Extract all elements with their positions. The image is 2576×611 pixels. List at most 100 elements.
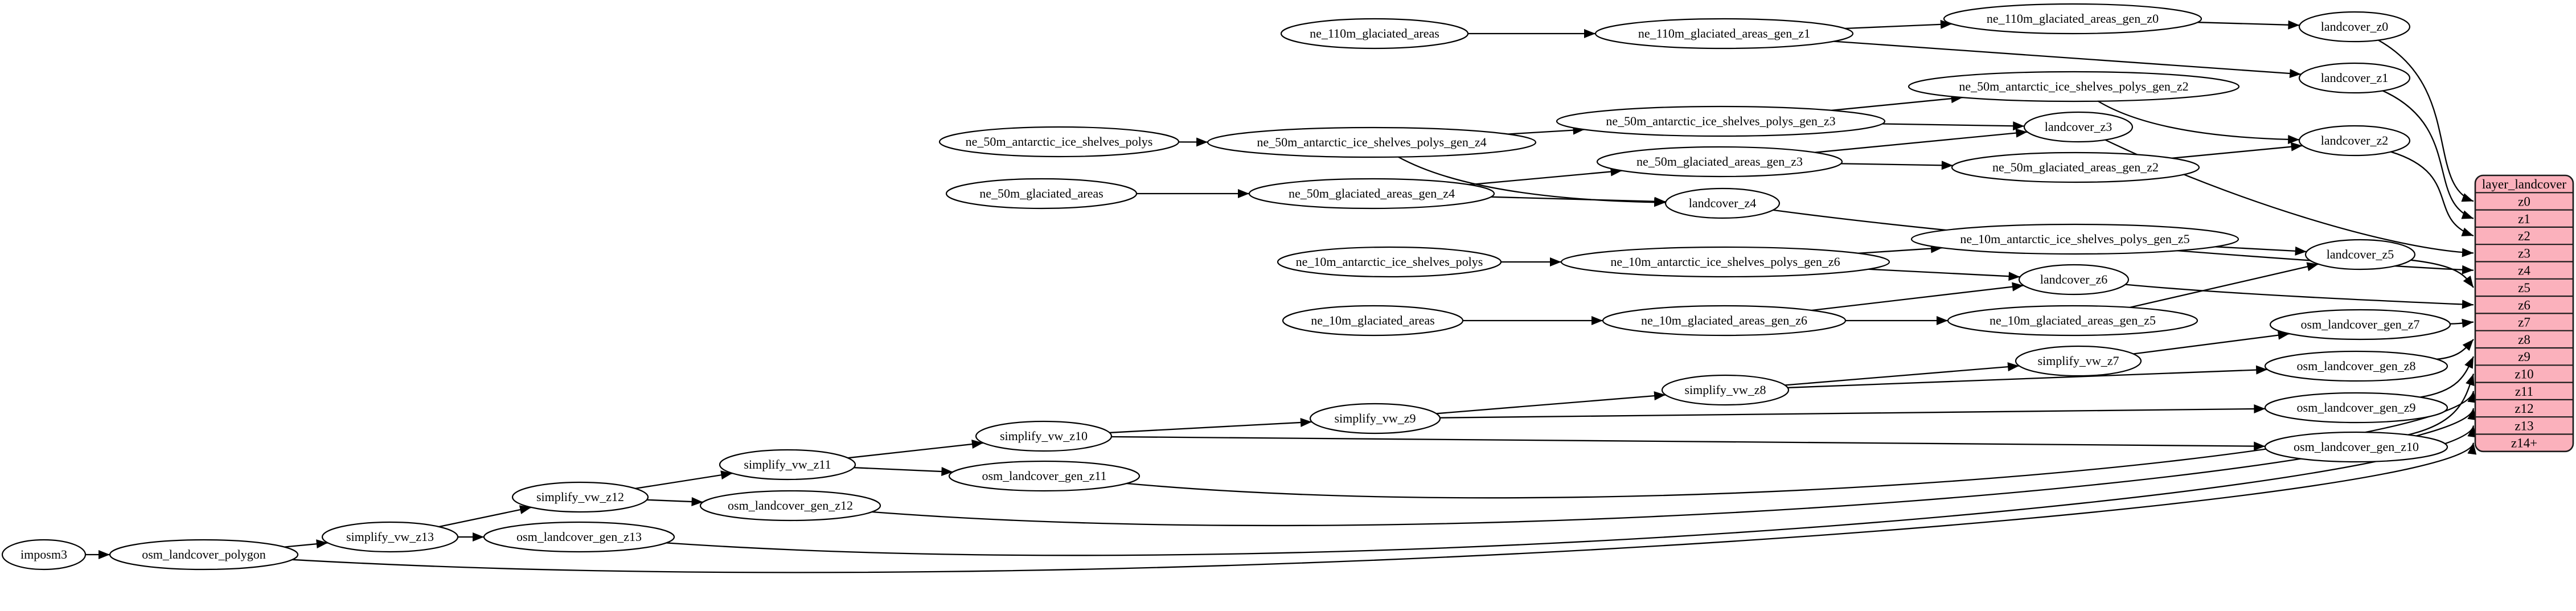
edge-ne_50m_antarctic_ice_shelves_polys_gen_z2-to-landcover_z2 <box>2098 100 2300 144</box>
table-row-label-z9: z9 <box>2518 350 2530 364</box>
node-ne_10m_glaciated_areas: ne_10m_glaciated_areas <box>1282 305 1464 337</box>
edge-ne_50m_antarctic_ice_shelves_polys_gen_z4-to-ne_50m_antarctic_ice_shelves_polys_gen_z3 <box>1508 125 1585 135</box>
table-row-label-z8: z8 <box>2518 333 2530 347</box>
node-ellipse <box>2269 309 2451 341</box>
edge-landcover_z1-to-row-z1 <box>2382 90 2474 219</box>
node-ellipse <box>1596 146 1843 178</box>
node-ellipse <box>1661 374 1790 406</box>
edge-ne_50m_antarctic_ice_shelves_polys_gen_z3-to-landcover_z3 <box>1882 121 2025 131</box>
table-row-label-z7: z7 <box>2518 315 2530 330</box>
table-layer: layer_landcoverz0z1z2z3z4z5z6z7z8z9z10z1… <box>2474 174 2574 453</box>
node-label: ne_110m_glaciated_areas <box>1310 26 1439 40</box>
edge-simplify_vw_z8-to-simplify_vw_z7 <box>1785 362 2020 386</box>
node-label: landcover_z6 <box>2040 272 2108 286</box>
edge-ne_50m_glaciated_areas_gen_z4-to-ne_50m_glaciated_areas_gen_z3 <box>1469 167 1622 186</box>
node-ellipse <box>2264 350 2448 382</box>
node-ellipse <box>1280 18 1469 50</box>
edge-osm_landcover_gen_z11-to-row-z11 <box>1126 391 2476 499</box>
node-landcover_z1: landcover_z1 <box>2298 62 2411 94</box>
node-label: landcover_z3 <box>2045 120 2113 134</box>
node-ellipse <box>2015 345 2142 377</box>
node-ellipse <box>1664 187 1781 219</box>
edge-osm_landcover_polygon-to-row-z14+ <box>292 442 2476 573</box>
node-label: ne_50m_glaciated_areas_gen_z4 <box>1289 186 1455 200</box>
node-label: osm_landcover_gen_z12 <box>728 498 853 512</box>
node-ellipse <box>1908 71 2240 102</box>
node-label: ne_50m_antarctic_ice_shelves_polys_gen_z… <box>1606 114 1835 128</box>
node-ne_50m_antarctic_ice_shelves_polys_gen_z3: ne_50m_antarctic_ice_shelves_polys_gen_z… <box>1556 105 1886 137</box>
node-ellipse <box>483 521 675 553</box>
node-ellipse <box>2298 62 2411 94</box>
node-ellipse <box>1910 223 2239 255</box>
node-label: ne_50m_antarctic_ice_shelves_polys_gen_z… <box>1257 135 1486 149</box>
node-ne_10m_glaciated_areas_gen_z5: ne_10m_glaciated_areas_gen_z5 <box>1947 305 2198 337</box>
edge-ne_50m_glaciated_areas_gen_z4-to-landcover_z4 <box>1491 196 1666 206</box>
node-label: ne_50m_antarctic_ice_shelves_polys <box>966 134 1153 149</box>
node-label: simplify_vw_z7 <box>2038 354 2119 368</box>
edge-landcover_z6-to-row-z6 <box>2125 284 2474 309</box>
node-label: landcover_z0 <box>2321 19 2389 34</box>
node-label: ne_10m_antarctic_ice_shelves_polys_gen_z… <box>1960 232 2189 246</box>
edge-simplify_vw_z12-to-osm_landcover_gen_z12 <box>646 497 703 506</box>
node-label: osm_landcover_polygon <box>142 547 266 561</box>
table-row-label-z2: z2 <box>2518 229 2530 243</box>
node-ne_50m_glaciated_areas: ne_50m_glaciated_areas <box>945 178 1138 210</box>
node-label: ne_50m_glaciated_areas_gen_z3 <box>1636 154 1803 169</box>
node-ellipse <box>2023 111 2134 143</box>
node-ellipse <box>945 178 1138 210</box>
node-osm_landcover_gen_z7: osm_landcover_gen_z7 <box>2269 309 2451 341</box>
node-label: landcover_z1 <box>2321 71 2389 85</box>
node-simplify_vw_z7: simplify_vw_z7 <box>2015 345 2142 377</box>
table-row-label-z1: z1 <box>2518 212 2530 226</box>
edge-simplify_vw_z10-to-simplify_vw_z9 <box>1109 417 1312 433</box>
node-ellipse <box>1277 246 1502 278</box>
edge-ne_110m_glaciated_areas_gen_z1-to-ne_110m_glaciated_areas_gen_z0 <box>1844 19 1952 30</box>
node-ellipse <box>1309 403 1441 434</box>
edge-ne_110m_glaciated_areas_gen_z1-to-landcover_z1 <box>1833 40 2302 78</box>
node-label: simplify_vw_z12 <box>536 490 624 504</box>
node-label: landcover_z2 <box>2321 133 2389 147</box>
nodes-layer: ne_110m_glaciated_areas ne_110m_glaciated… <box>1 3 2451 571</box>
node-ellipse <box>1594 18 1854 50</box>
node-ellipse <box>1 539 87 571</box>
node-ne_10m_antarctic_ice_shelves_polys: ne_10m_antarctic_ice_shelves_polys <box>1277 246 1502 278</box>
node-osm_landcover_gen_z8: osm_landcover_gen_z8 <box>2264 350 2448 382</box>
edge-osm_landcover_gen_z7-to-row-z7 <box>2450 318 2474 328</box>
node-ellipse <box>699 490 881 522</box>
edge-landcover_z2-to-row-z2 <box>2390 151 2474 237</box>
node-osm_landcover_gen_z9: osm_landcover_gen_z9 <box>2264 392 2448 424</box>
edges-layer <box>85 19 2476 573</box>
node-ellipse <box>1248 178 1495 210</box>
edge-ne_10m_antarctic_ice_shelves_polys_gen_z6-to-ne_10m_antarctic_ice_shelves_polys_gen_z5 <box>1858 244 1943 254</box>
node-label: ne_10m_antarctic_ice_shelves_polys_gen_z… <box>1610 255 1840 269</box>
table-title: layer_landcover <box>2482 177 2566 191</box>
edge-simplify_vw_z7-to-osm_landcover_gen_z7 <box>2133 330 2290 355</box>
node-label: ne_110m_glaciated_areas_gen_z1 <box>1638 26 1810 40</box>
table-row-label-z0: z0 <box>2518 194 2530 208</box>
edge-ne_10m_antarctic_ice_shelves_polys_gen_z6-to-landcover_z6 <box>1868 268 2020 281</box>
table-row-label-z13: z13 <box>2515 419 2533 433</box>
node-label: osm_landcover_gen_z9 <box>2297 400 2416 415</box>
node-label: imposm3 <box>20 547 67 561</box>
node-label: simplify_vw_z8 <box>1685 383 1766 397</box>
node-simplify_vw_z10: simplify_vw_z10 <box>975 420 1113 452</box>
node-osm_landcover_polygon: osm_landcover_polygon <box>109 539 299 571</box>
table-row-label-z3: z3 <box>2518 246 2530 260</box>
edge-osm_landcover_gen_z10-to-row-z10 <box>2407 374 2475 436</box>
node-ne_50m_glaciated_areas_gen_z2: ne_50m_glaciated_areas_gen_z2 <box>1951 151 2200 183</box>
node-imposm3: imposm3 <box>1 539 87 571</box>
node-label: ne_50m_antarctic_ice_shelves_polys_gen_z… <box>1959 79 2188 93</box>
table-row-label-z6: z6 <box>2518 298 2530 312</box>
node-ellipse <box>719 449 856 481</box>
node-landcover_z5: landcover_z5 <box>2304 239 2416 270</box>
node-ne_110m_glaciated_areas_gen_z0: ne_110m_glaciated_areas_gen_z0 <box>1943 3 2202 35</box>
node-ne_110m_glaciated_areas_gen_z1: ne_110m_glaciated_areas_gen_z1 <box>1594 18 1854 50</box>
node-landcover_z6: landcover_z6 <box>2018 264 2130 296</box>
node-label: simplify_vw_z9 <box>1335 411 1416 425</box>
edge-ne_10m_glaciated_areas_gen_z6-to-landcover_z6 <box>1811 282 2024 311</box>
node-landcover_z3: landcover_z3 <box>2023 111 2134 143</box>
edge-simplify_vw_z9-to-simplify_vw_z8 <box>1436 391 1666 415</box>
node-ellipse <box>2298 125 2411 157</box>
node-label: landcover_z5 <box>2327 247 2394 261</box>
edge-simplify_vw_z11-to-osm_landcover_gen_z11 <box>854 467 953 477</box>
